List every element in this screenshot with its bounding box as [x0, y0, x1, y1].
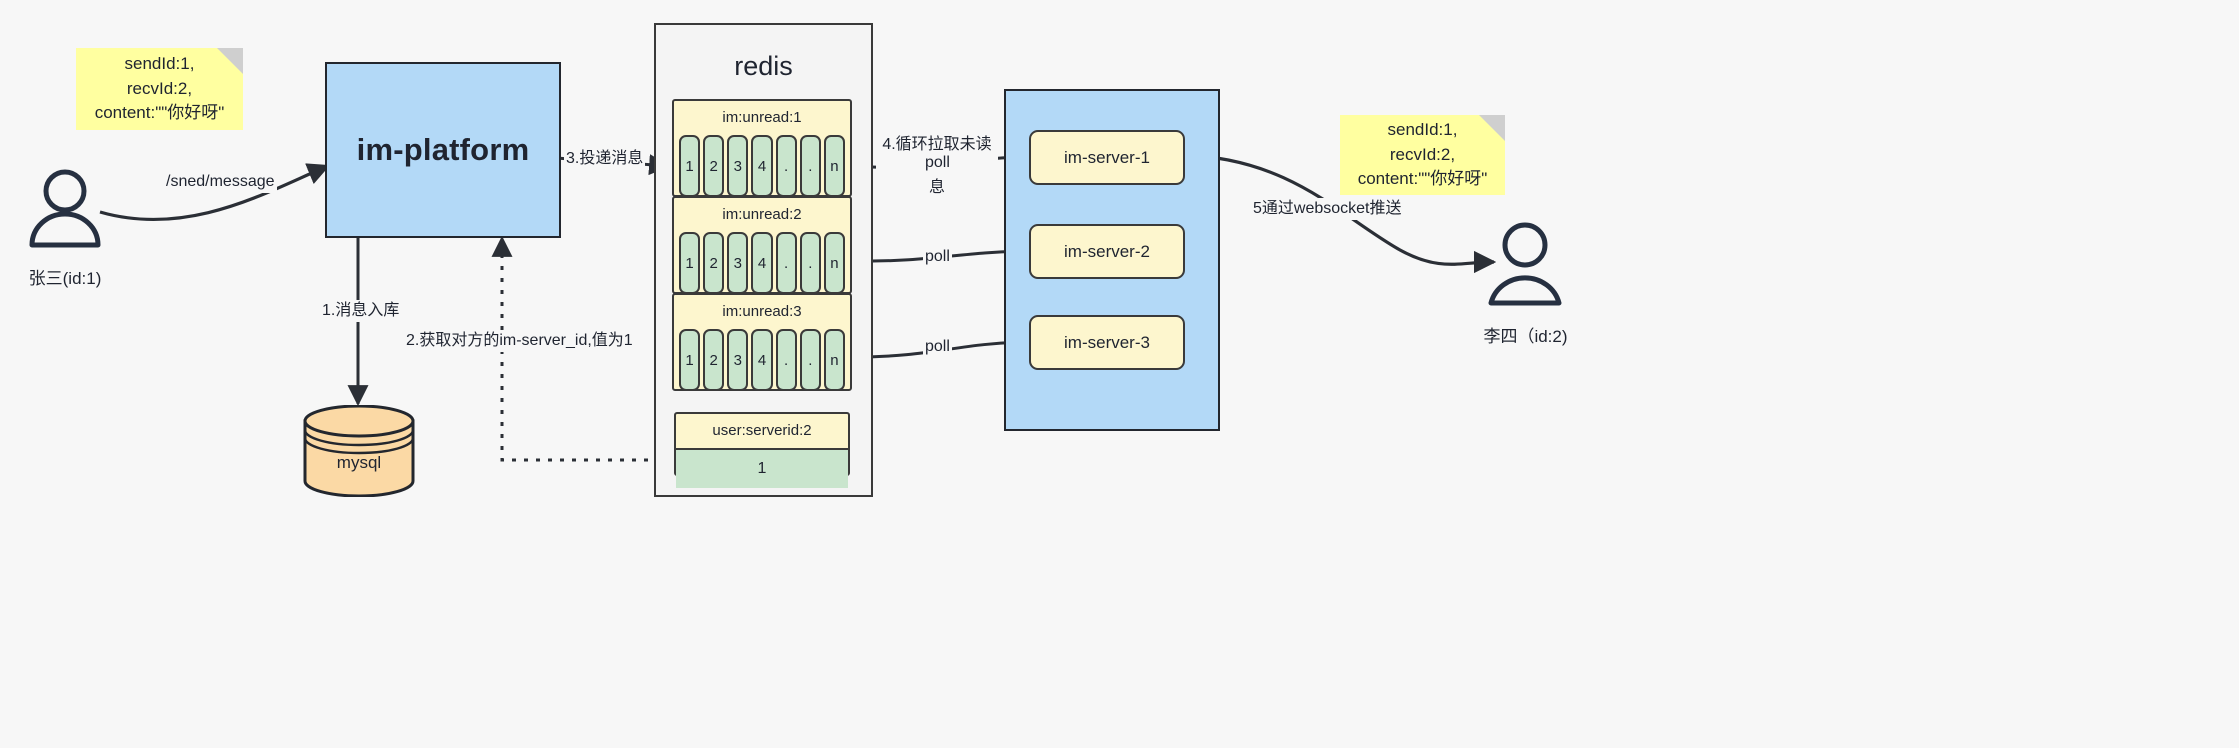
edge-label-poll-3: poll: [923, 336, 952, 358]
redis-key-im-unread-1-label: im:unread:1: [722, 109, 802, 126]
list-cell: 4: [751, 232, 773, 294]
list-cell: 2: [703, 135, 725, 197]
list-cell: 2: [703, 329, 725, 391]
list-cell: 3: [727, 135, 749, 197]
im-server-2-label: im-server-2: [1064, 241, 1150, 261]
im-server-3-box[interactable]: im-server-3: [1029, 315, 1185, 370]
list-cell: 3: [727, 329, 749, 391]
list-cell: n: [823, 135, 845, 197]
im-server-1-box[interactable]: im-server-1: [1029, 130, 1185, 185]
redis-key-user-serverid-label: user:serverid:2: [712, 422, 812, 439]
list-cell: 4: [751, 135, 773, 197]
list-cell: .: [775, 232, 797, 294]
im-server-2-box[interactable]: im-server-2: [1029, 224, 1185, 279]
edge-label-poll-1: poll: [923, 152, 952, 174]
redis-key-user-serverid-value: 1: [676, 448, 848, 488]
actor-receiver-label: 李四（id:2): [1483, 327, 1568, 346]
list-cell: .: [775, 135, 797, 197]
note-fold-icon: [1479, 115, 1505, 141]
list-cell: 1: [679, 135, 701, 197]
list-cell: .: [775, 329, 797, 391]
note-fold-icon: [217, 48, 243, 74]
note-message-right: sendId:1, recvId:2, content:""你好呀": [1340, 115, 1505, 195]
list-cell: 3: [727, 232, 749, 294]
im-server-3-label: im-server-3: [1064, 332, 1150, 352]
redis-title: redis: [734, 51, 793, 81]
list-cell: n: [823, 329, 845, 391]
user-icon: [1488, 222, 1562, 306]
redis-key-im-unread-2-label: im:unread:2: [722, 206, 802, 223]
edge-label-step1: 1.消息入库: [320, 300, 402, 322]
list-cell: 4: [751, 329, 773, 391]
actor-sender-label: 张三(id:1): [28, 269, 102, 288]
im-server-1-label: im-server-1: [1064, 147, 1150, 167]
im-platform-label: im-platform: [356, 132, 530, 167]
redis-key-im-unread-3[interactable]: im:unread:3 1 2 3 4 . . n: [672, 293, 852, 391]
redis-key-im-unread-2-cells: 1 2 3 4 . . n: [674, 232, 850, 294]
note-left-text: sendId:1, recvId:2, content:""你好呀": [94, 54, 225, 123]
list-cell: .: [799, 232, 821, 294]
redis-key-im-unread-1[interactable]: im:unread:1 1 2 3 4 . . n: [672, 99, 852, 197]
list-cell: 1: [679, 232, 701, 294]
redis-key-im-unread-1-cells: 1 2 3 4 . . n: [674, 135, 850, 197]
list-cell: 1: [679, 329, 701, 391]
list-cell: n: [823, 232, 845, 294]
list-cell: .: [799, 135, 821, 197]
redis-key-im-unread-2[interactable]: im:unread:2 1 2 3 4 . . n: [672, 196, 852, 294]
mysql-label: mysql: [336, 453, 382, 472]
user-icon: [29, 169, 101, 248]
edge-label-step3: 3.投递消息: [564, 148, 646, 170]
mysql-database[interactable]: mysql: [302, 404, 416, 498]
database-cylinder-icon: [303, 404, 415, 498]
actor-receiver: 李四（id:2): [1478, 218, 1573, 347]
im-platform-box[interactable]: im-platform: [325, 62, 561, 238]
actor-sender: 张三(id:1): [20, 165, 110, 289]
edge-label-step5: 5通过websocket推送: [1251, 198, 1404, 220]
note-right-text: sendId:1, recvId:2, content:""你好呀": [1357, 120, 1488, 189]
note-message-left: sendId:1, recvId:2, content:""你好呀": [76, 48, 243, 130]
redis-key-im-unread-3-cells: 1 2 3 4 . . n: [674, 329, 850, 391]
redis-key-user-serverid[interactable]: user:serverid:2 1: [674, 412, 850, 488]
list-cell: .: [799, 329, 821, 391]
edge-label-send-message: /sned/message: [164, 171, 277, 193]
redis-key-im-unread-3-label: im:unread:3: [722, 303, 802, 320]
list-cell: 2: [703, 232, 725, 294]
edge-label-step2: 2.获取对方的im-server_id,值为1: [404, 330, 635, 352]
edge-label-poll-2: poll: [923, 246, 952, 268]
